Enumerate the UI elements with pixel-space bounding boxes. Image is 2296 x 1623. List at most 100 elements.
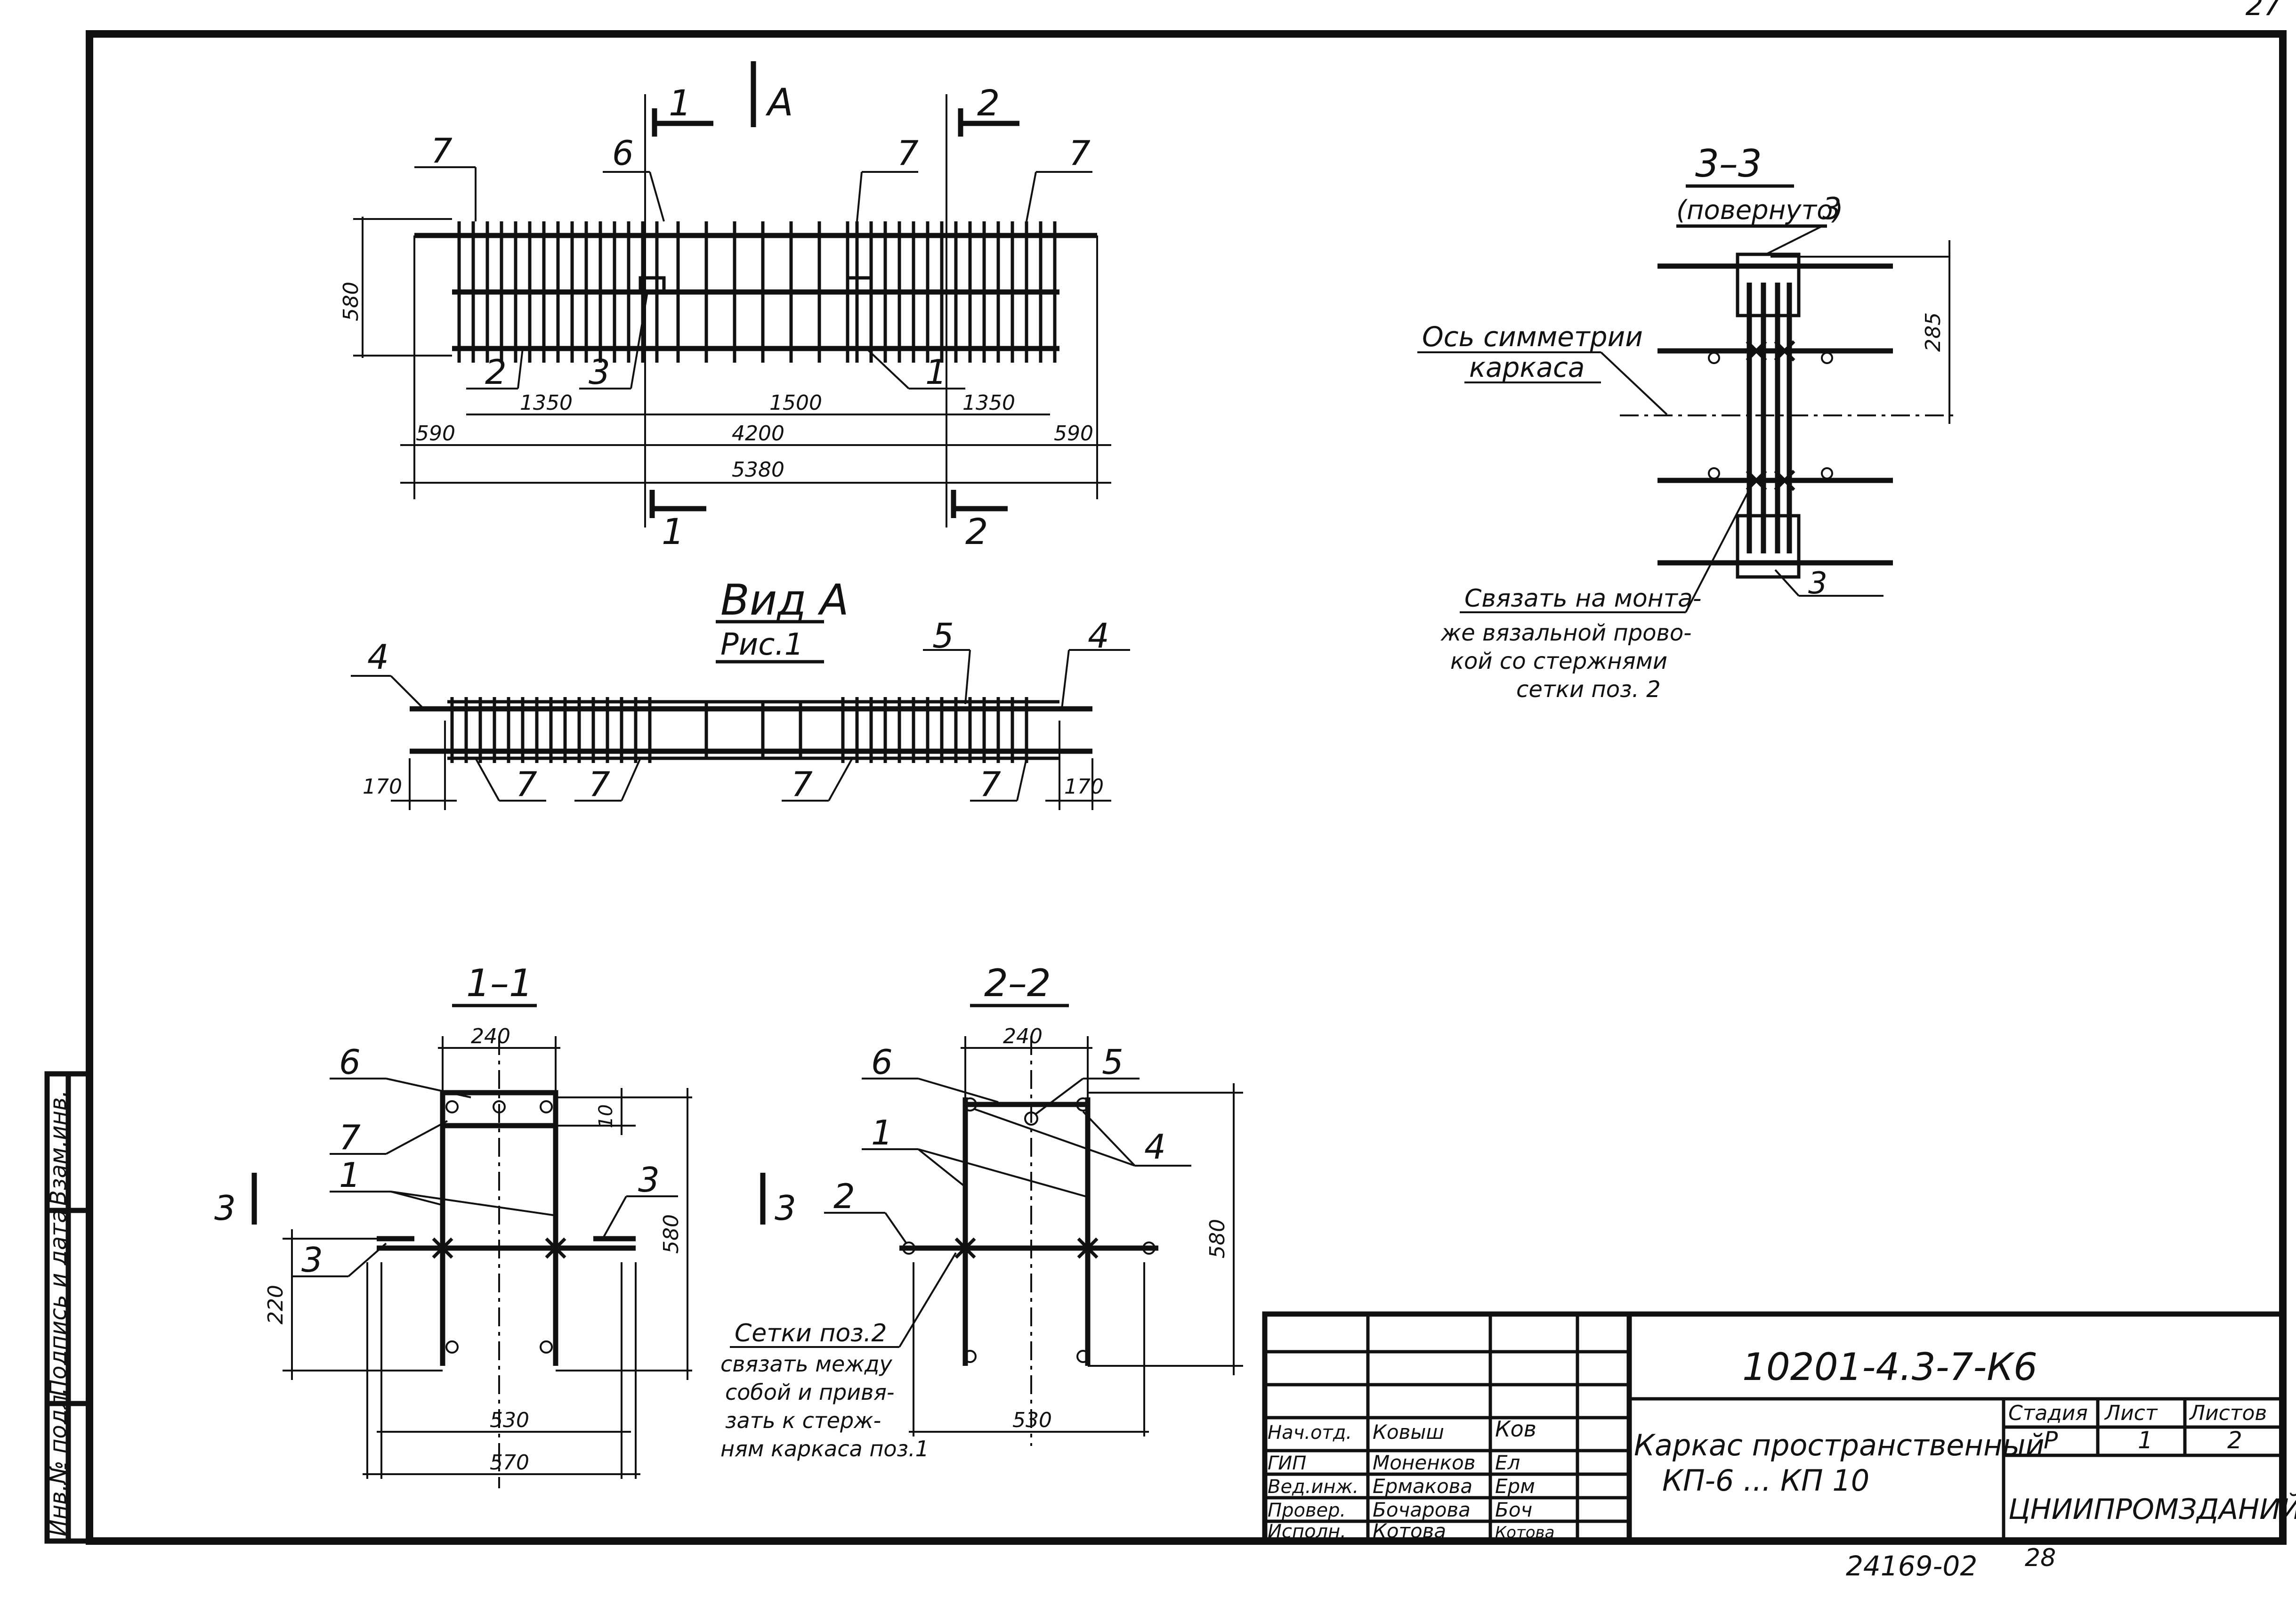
title-block-name-5: Котова <box>1373 1519 1446 1542</box>
plan-dim-590-left: 590 <box>416 422 455 446</box>
margin-label-replace: Взам.инв. <box>45 1090 72 1206</box>
section-1-1-dim-570: 570 <box>490 1451 529 1475</box>
section-2-2-dim-240: 240 <box>1003 1024 1043 1048</box>
margin-label-inventory: Инв.№ подл. <box>45 1388 72 1536</box>
nets-note-line-2: связать между <box>720 1351 892 1377</box>
view-a-pos-4-left: 4 <box>367 637 389 677</box>
title-block-signature-3: Ерм <box>1495 1475 1535 1498</box>
section-1-1-dim-240: 240 <box>471 1024 510 1048</box>
plan-pos-7-left: 7 <box>431 131 453 170</box>
section-2-2-dim-580: 580 <box>1205 1219 1229 1258</box>
title-block-code: 10201-4.3-7-К6 <box>1742 1345 2037 1389</box>
margin-label-signature: Подпись и дата <box>45 1209 72 1396</box>
title-block-sheets-value: 2 <box>2227 1427 2242 1454</box>
section-2-2-dim-530: 530 <box>1012 1408 1052 1432</box>
plan-pos-6: 6 <box>612 133 634 173</box>
view-a-pos-4-right: 4 <box>1088 616 1109 656</box>
plan-dim-height: 580 <box>339 282 363 321</box>
title-block-header-sheet: Лист <box>2104 1401 2158 1425</box>
title-block-name-2: Моненков <box>1373 1451 1476 1474</box>
view-a-pos-5: 5 <box>932 616 954 656</box>
section-3-3-dim-285: 285 <box>1921 312 1945 352</box>
page-corner-number: 27 <box>2246 0 2281 22</box>
title-block-title-line-2: КП-6 ... КП 10 <box>1662 1463 1869 1498</box>
section-3-3-note-line-4: сетки поз. 2 <box>1516 676 1661 703</box>
section-2-2-pos-6: 6 <box>871 1042 893 1082</box>
plan-pos-3: 3 <box>589 352 610 392</box>
drawing-frame <box>86 30 2287 1545</box>
section-1-1-pos-7: 7 <box>339 1118 361 1157</box>
title-block-header-stage: Стадия <box>2008 1401 2088 1425</box>
nets-note: Сетки поз.2 связать между собой и привя-… <box>720 1252 957 1461</box>
view-a-pos-7-c: 7 <box>791 764 813 804</box>
title-block-role-5: Исполн. <box>1268 1521 1346 1542</box>
section-1-1: 1–1 240 10 580 220 530 570 <box>214 961 692 1488</box>
plan-view: 580 1350 1500 1350 590 4200 590 5380 7 6… <box>339 61 1111 552</box>
view-a-subtitle: Рис.1 <box>720 627 803 662</box>
left-margin-strip: Взам.инв. Подпись и дата Инв.№ подл. <box>44 1071 92 1544</box>
section-1-1-pos-6: 6 <box>339 1042 361 1082</box>
plan-cut-1-bottom: 1 <box>662 511 684 552</box>
title-block-role-1: Нач.отд. <box>1268 1422 1352 1444</box>
section-1-1-title: 1–1 <box>466 961 533 1005</box>
section-3-3-axis-label-1: Ось симметрии <box>1422 321 1643 353</box>
section-2-2-title: 2–2 <box>984 961 1051 1005</box>
section-2-2-cut-3: 3 <box>775 1188 796 1228</box>
plan-cut-2-bottom: 2 <box>965 511 988 552</box>
plan-pos-1: 1 <box>925 352 947 392</box>
section-2-2: 2–2 240 580 530 6 5 1 4 2 3 <box>760 961 1243 1446</box>
section-2-2-pos-2: 2 <box>833 1177 855 1216</box>
nets-note-line-4: зать к стерж- <box>725 1408 881 1433</box>
nets-note-line-1: Сетки поз.2 <box>735 1319 887 1347</box>
view-a-dim-170-left: 170 <box>363 775 402 799</box>
section-3-3-subtitle: (повернуто) <box>1676 195 1843 226</box>
section-2-2-pos-4: 4 <box>1144 1127 1166 1167</box>
plan-pos-2: 2 <box>485 352 507 392</box>
title-block-signature-4: Боч <box>1495 1498 1532 1521</box>
section-3-3-note-line-3: кой со стержнями <box>1450 648 1667 674</box>
section-3-3-note-line-1: Связать на монта- <box>1464 584 1702 613</box>
section-1-1-cut-3: 3 <box>214 1188 236 1228</box>
title-block-name-1: Ковыш <box>1373 1420 1444 1444</box>
title-block-organization: ЦНИИПРОМЗДАНИЙ <box>2008 1493 2296 1526</box>
title-block-name-4: Бочарова <box>1373 1498 1471 1521</box>
title-block-signature-1: Ков <box>1495 1416 1536 1442</box>
bottom-sheet-number: 28 <box>2025 1544 2056 1572</box>
bottom-document-number: 24169-02 <box>1846 1550 1977 1582</box>
plan-cut-1-top: 1 <box>669 82 691 124</box>
plan-view-mark-a: А <box>765 81 793 124</box>
section-1-1-pos-3-right: 3 <box>638 1160 660 1200</box>
view-a-dim-170-right: 170 <box>1064 775 1104 799</box>
title-block-header-sheets: Листов <box>2189 1401 2267 1425</box>
title-block-role-3: Вед.инж. <box>1268 1476 1358 1498</box>
section-3-3-axis-label-2: каркаса <box>1469 351 1585 383</box>
plan-cut-2-top: 2 <box>977 82 1000 124</box>
title-block-role-4: Провер. <box>1268 1500 1346 1521</box>
view-a-pos-7-d: 7 <box>979 764 1001 804</box>
section-2-2-pos-5: 5 <box>1102 1042 1124 1082</box>
title-block-name-3: Ермакова <box>1373 1475 1472 1498</box>
title-block-title-line-1: Каркас пространственный <box>1634 1428 2045 1462</box>
title-block-stage-value: Р <box>2044 1427 2058 1454</box>
title-block: 10201-4.3-7-К6 Каркас пространственный К… <box>1262 1311 2296 1544</box>
section-3-3-note-line-2: же вязальной прово- <box>1440 620 1692 646</box>
section-3-3-title: 3–3 <box>1695 142 1762 186</box>
plan-pos-7-right: 7 <box>1069 133 1091 173</box>
title-block-role-2: ГИП <box>1268 1453 1306 1474</box>
plan-dim-5380: 5380 <box>732 458 784 482</box>
view-a: Вид А Рис.1 170 170 4 5 4 7 7 7 7 <box>351 576 1130 810</box>
section-3-3: 3–3 (повернуто) 3 285 Ось симметрии карк… <box>1417 142 1959 703</box>
view-a-title: Вид А <box>720 576 849 625</box>
view-a-pos-7-b: 7 <box>589 764 610 804</box>
title-block-signature-2: Ел <box>1495 1451 1520 1474</box>
section-1-1-dim-10: 10 <box>595 1104 617 1128</box>
title-block-sheet-value: 1 <box>2138 1427 2153 1454</box>
nets-note-line-5: ням каркаса поз.1 <box>720 1436 929 1461</box>
section-1-1-dim-530: 530 <box>490 1408 529 1432</box>
plan-dim-1350-right: 1350 <box>962 391 1015 415</box>
plan-dim-1350-left: 1350 <box>520 391 573 415</box>
section-1-1-dim-220: 220 <box>264 1285 288 1324</box>
plan-pos-7-mid: 7 <box>897 133 919 173</box>
plan-dim-590-right: 590 <box>1054 422 1093 446</box>
